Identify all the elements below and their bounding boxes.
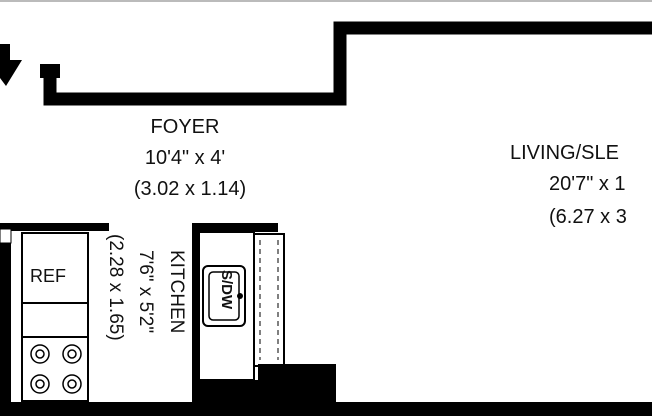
foyer-dims-metric: (3.02 x 1.14) [133,178,247,200]
upper-cabinet [253,233,285,367]
bottom-wall [0,402,652,416]
kitchen-dims-imperial: 7'6" x 5'2" [135,250,156,334]
counter [21,302,89,338]
dishwasher [202,265,246,327]
foyer-dims-imperial: 10'4" x 4' [144,147,226,169]
kitchen-name: KITCHEN [166,250,187,334]
foyer-name: FOYER [150,116,220,138]
kitchen-dims-metric: (2.28 x 1.65) [105,234,126,341]
stove-burner-icon [30,344,82,394]
living-name: LIVING/SLE [510,142,619,164]
foyer-top-wall [43,21,652,106]
dishwasher-label: S/DW [218,270,235,310]
ref-label: REF [30,266,66,286]
refrigerator [21,232,89,304]
living-dims-imperial: 20'7" x 1 [549,173,626,195]
entry-arrow-icon [0,44,22,86]
living-dims-metric: (6.27 x 3 [549,206,627,228]
